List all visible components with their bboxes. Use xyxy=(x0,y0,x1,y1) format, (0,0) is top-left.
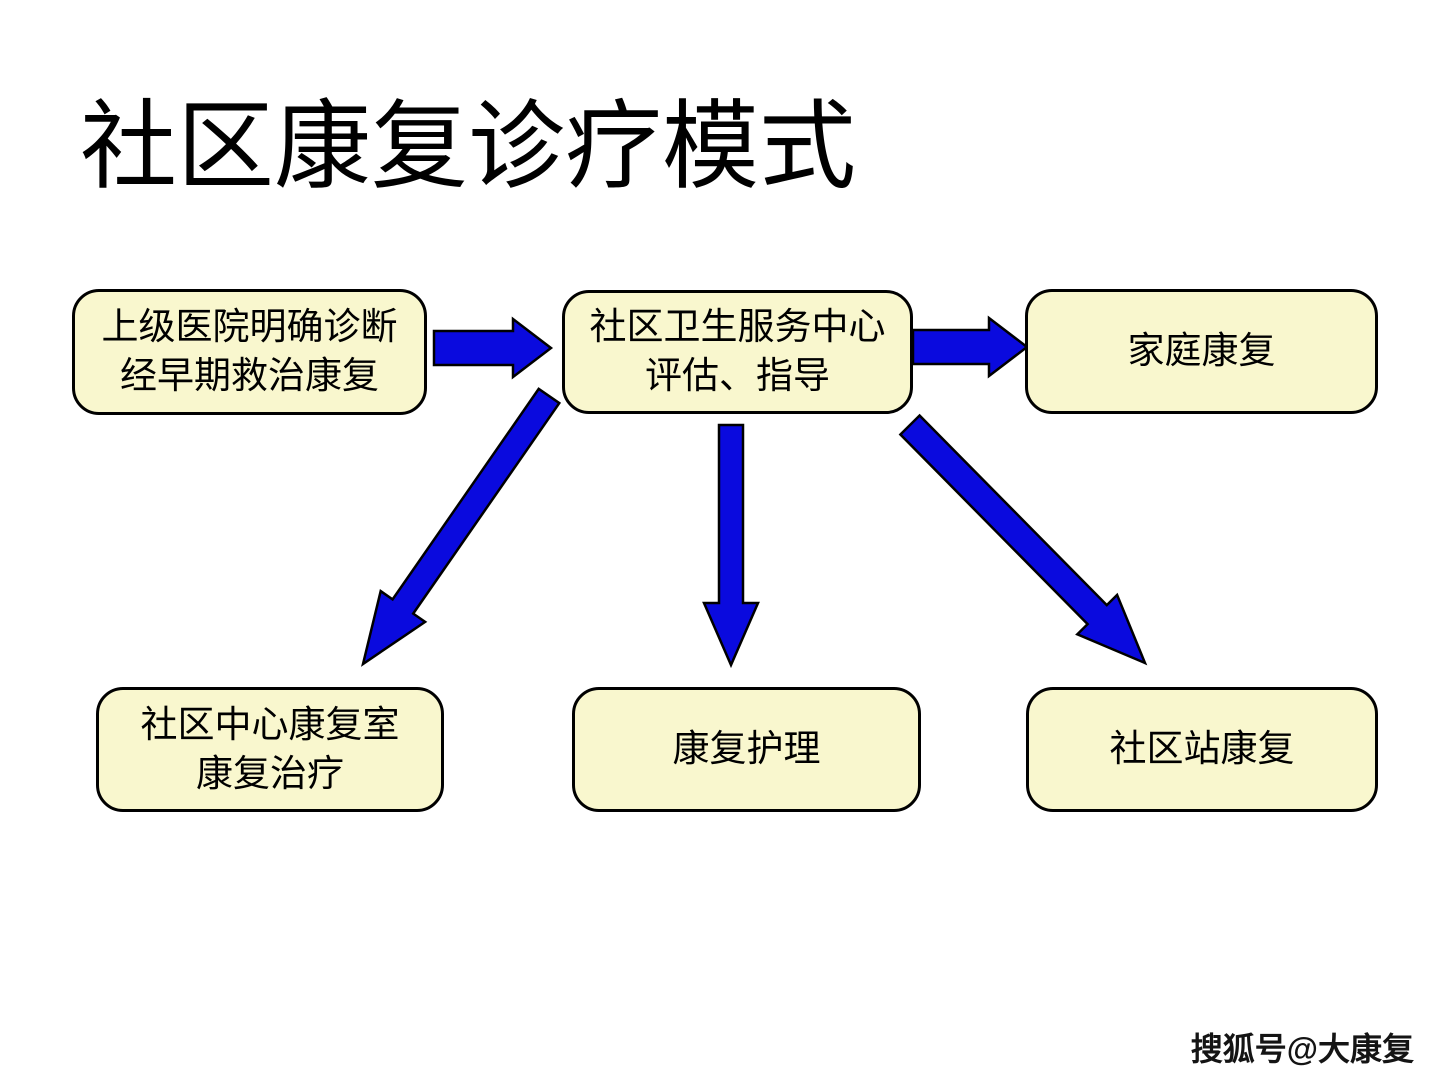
node-community-station-rehab: 社区站康复 xyxy=(1026,687,1378,812)
node-home-rehab: 家庭康复 xyxy=(1025,289,1378,414)
watermark: 搜狐号@大康复 xyxy=(1190,1031,1414,1067)
node-text-line1: 社区中心康复室 xyxy=(140,703,400,745)
arrow-center-to-nursing-icon xyxy=(702,423,760,669)
node-referral-hospital: 上级医院明确诊断 经早期救治康复 xyxy=(72,289,427,415)
node-text-line2: 康复治疗 xyxy=(196,752,344,794)
node-text-line1: 社区站康复 xyxy=(1109,728,1295,770)
node-text-line1: 上级医院明确诊断 xyxy=(101,306,398,348)
arrow-center-to-home-icon xyxy=(911,315,1030,379)
node-rehab-nursing: 康复护理 xyxy=(572,687,921,812)
arrow-center-to-rehab-room-icon xyxy=(361,387,562,667)
arrow-referral-to-center-icon xyxy=(432,316,554,380)
node-text-line1: 家庭康复 xyxy=(1127,330,1276,372)
page-title: 社区康复诊疗模式 xyxy=(80,92,856,201)
arrow-center-to-station-icon xyxy=(898,413,1148,666)
node-text-line2: 评估、指导 xyxy=(645,355,830,396)
node-text-line2: 经早期救治康复 xyxy=(120,355,379,396)
node-text-line1: 康复护理 xyxy=(672,728,821,770)
node-community-center-rehab-room: 社区中心康复室 康复治疗 xyxy=(96,687,444,812)
node-text-line1: 社区卫生服务中心 xyxy=(589,306,886,348)
node-community-health-center: 社区卫生服务中心 评估、指导 xyxy=(562,290,913,414)
